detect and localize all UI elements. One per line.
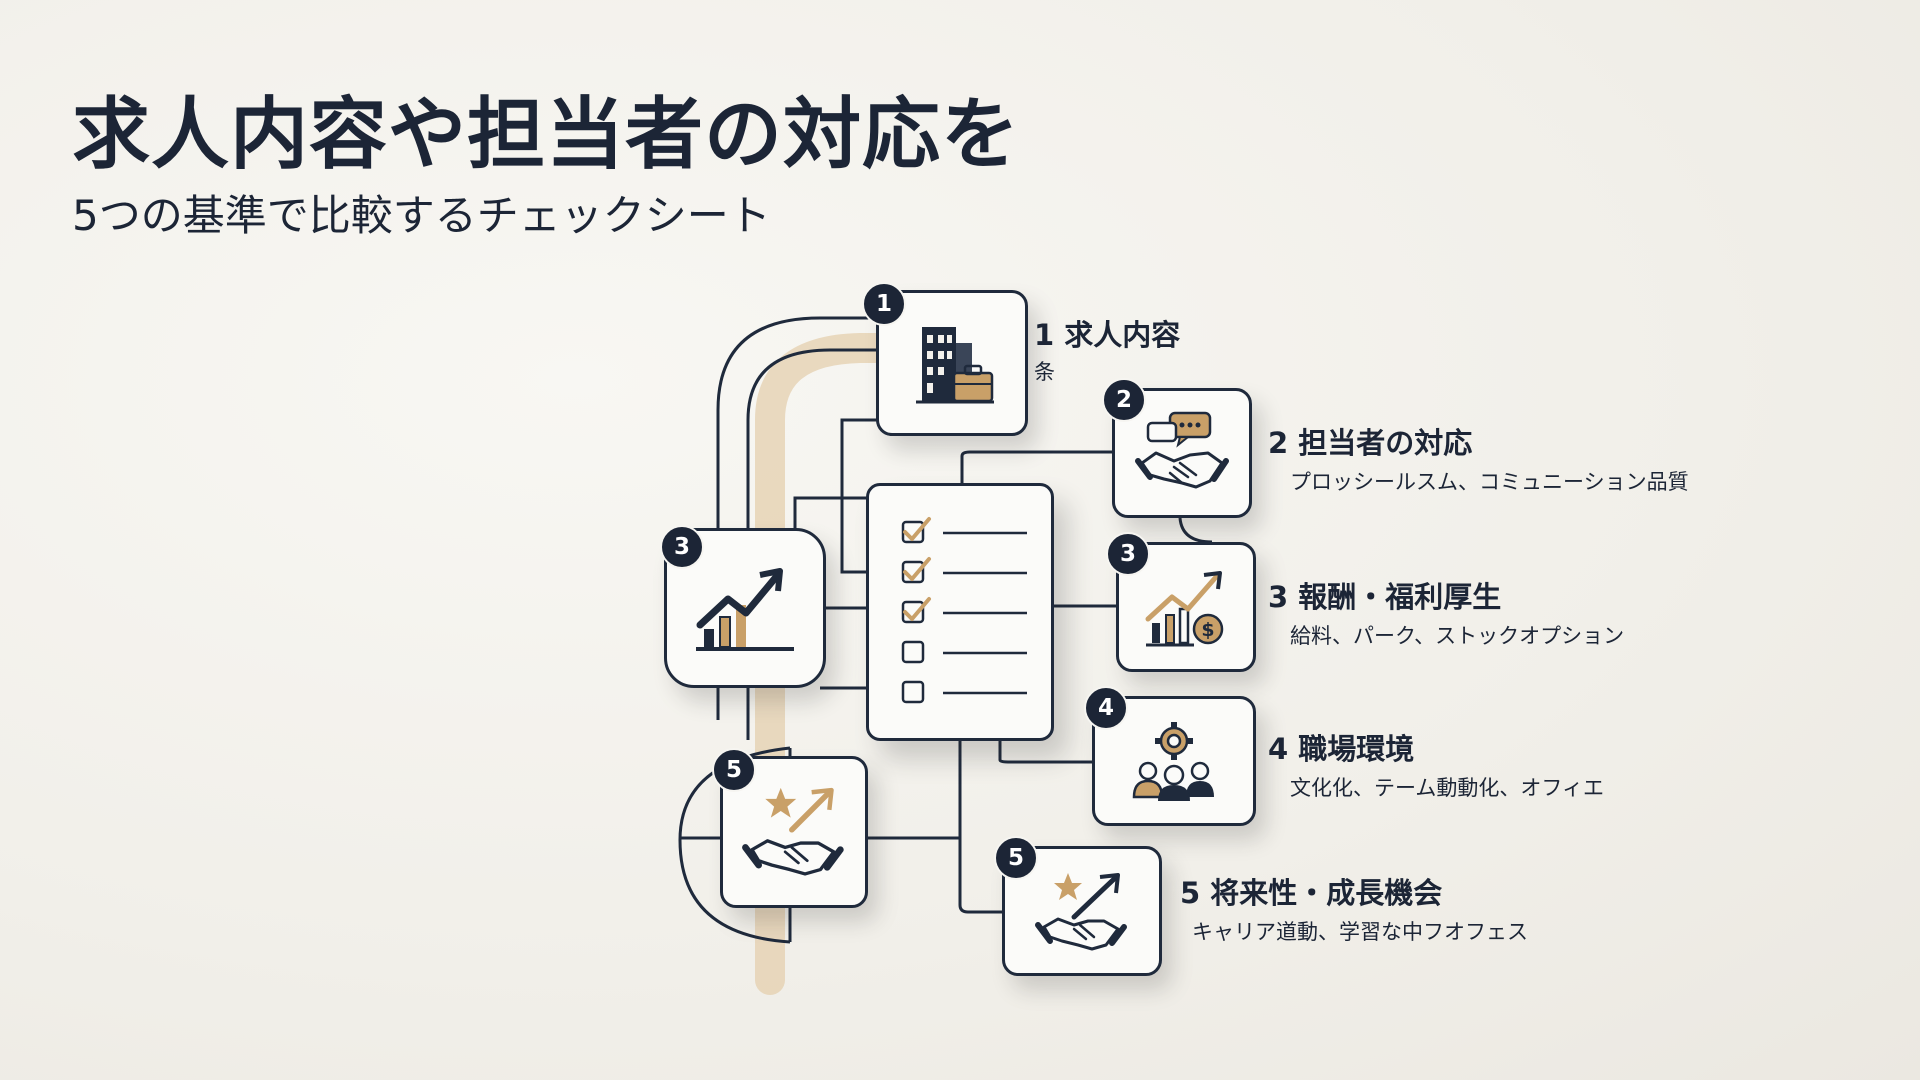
- label-workplace: 4 職場環境: [1268, 732, 1415, 766]
- card-left-handshake: [720, 756, 868, 908]
- desc-future-growth: キャリア道動、学習な中フオフェス: [1192, 920, 1528, 944]
- handshake-star-arrow-icon: [1035, 873, 1127, 951]
- checklist-icon: [901, 517, 1027, 704]
- desc-agent-response: プロッシールスム、コミュニーション品質: [1290, 470, 1689, 494]
- badge-left-handshake: 5: [712, 748, 756, 792]
- desc-job-content: 条: [1034, 360, 1055, 384]
- growth-chart-dollar-icon: $: [1145, 571, 1224, 647]
- badge-3: 3: [1106, 532, 1150, 576]
- badge-left-chart: 3: [660, 525, 704, 569]
- page-subtitle: 5つの基準で比較するチェックシート: [72, 191, 771, 240]
- badge-5: 5: [994, 836, 1038, 880]
- desc-compensation: 給料、パーク、ストックオプション: [1290, 624, 1625, 648]
- label-job-content: 1 求人内容: [1034, 318, 1181, 352]
- rising-chart-icon: [696, 568, 794, 651]
- handshake-star-arrow-icon-left: [742, 787, 844, 876]
- card-left-growth-chart: [664, 528, 826, 688]
- central-checklist: [866, 483, 1054, 741]
- badge-1: 1: [862, 282, 906, 326]
- team-gear-icon: [1132, 722, 1214, 801]
- badge-2: 2: [1102, 378, 1146, 422]
- label-future-growth: 5 将来性・成長機会: [1180, 876, 1443, 910]
- card-future-growth: [1002, 846, 1162, 976]
- svg-text:$: $: [1201, 619, 1214, 641]
- page-title: 求人内容や担当者の対応を: [72, 90, 1021, 180]
- office-building-briefcase-icon: [916, 327, 994, 404]
- badge-4: 4: [1084, 686, 1128, 730]
- desc-workplace: 文化化、テーム動動化、オフィエ: [1290, 776, 1604, 800]
- handshake-chat-icon: [1135, 411, 1229, 489]
- label-agent-response: 2 担当者の対応: [1268, 426, 1473, 460]
- label-compensation: 3 報酬・福利厚生: [1268, 580, 1502, 614]
